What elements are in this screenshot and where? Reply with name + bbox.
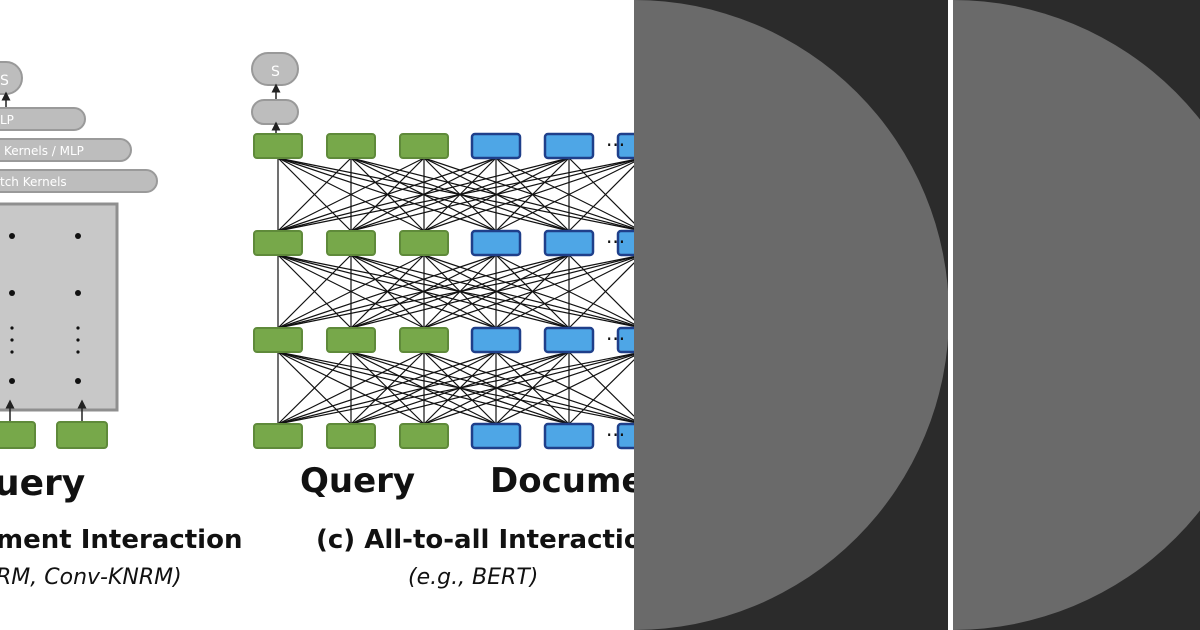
attention-edge [495, 254, 643, 329]
attention-edge [277, 157, 425, 232]
right-subcaption: (e.g., BERT) [408, 565, 538, 590]
query-token [399, 423, 449, 449]
right-document-label: Docume [490, 461, 644, 501]
attention-edge [277, 351, 497, 425]
query-token [326, 327, 376, 353]
attention-edge [350, 254, 643, 329]
attention-edge [277, 351, 352, 425]
attention-edge [423, 157, 643, 232]
row-ellipsis: ··· [606, 327, 625, 351]
divider-line [948, 0, 953, 630]
matrix-dot [10, 326, 14, 330]
left-pill-mlp-label: LP [0, 113, 14, 127]
attention-edge [495, 157, 643, 232]
attention-edge [277, 351, 425, 425]
query-token [399, 230, 449, 256]
left-pill-match-kernels [0, 169, 158, 193]
left-query-token [0, 421, 36, 449]
query-token [326, 230, 376, 256]
matrix-dot [76, 326, 80, 330]
matrix-dot [9, 290, 15, 296]
attention-edge [350, 351, 643, 425]
right-query-label: Query [300, 461, 415, 501]
left-matrix-dots [9, 233, 81, 384]
document-token [470, 422, 522, 450]
transformer-token-grid [253, 132, 668, 450]
half-circle-left [634, 0, 949, 630]
query-token [253, 133, 303, 159]
left-pill-mlp [0, 107, 86, 131]
row-ellipsis: ··· [606, 230, 625, 254]
matrix-dot [75, 378, 81, 384]
document-token [470, 229, 522, 257]
attention-edge [568, 351, 643, 425]
all-to-all-connections [277, 157, 643, 425]
document-token [543, 229, 595, 257]
dark-overlay [634, 0, 1200, 630]
attention-edge [568, 254, 643, 329]
document-token [470, 326, 522, 354]
row-ellipsis: ··· [606, 133, 625, 157]
query-token [253, 423, 303, 449]
query-token [399, 133, 449, 159]
matrix-dot [75, 233, 81, 239]
left-pill-kernels-mlp-label: Kernels / MLP [4, 144, 84, 158]
attention-edge [277, 157, 497, 232]
attention-edge [568, 157, 643, 232]
right-score-label: S [271, 64, 280, 80]
left-score-label: S [0, 73, 9, 89]
right-pooling-node [251, 99, 299, 125]
matrix-dot [10, 338, 14, 342]
matrix-dot [10, 350, 14, 354]
matrix-dot [9, 378, 15, 384]
attention-edge [277, 254, 643, 329]
document-token [543, 326, 595, 354]
document-token [470, 132, 522, 160]
left-pill-match-kernels-label: tch Kernels [0, 175, 67, 189]
query-token [399, 327, 449, 353]
left-panel: S LP Kernels / MLP tch Kernels uery ment… [0, 61, 242, 590]
matrix-dot [75, 290, 81, 296]
document-token [543, 132, 595, 160]
right-caption: (c) All-to-all Interaction [316, 525, 660, 555]
attention-edge [277, 157, 643, 232]
attention-edge [277, 254, 425, 329]
attention-edge [277, 254, 570, 329]
attention-edge [495, 351, 643, 425]
query-token [326, 423, 376, 449]
attention-edge [423, 254, 643, 329]
left-query-token [56, 421, 108, 449]
left-caption: ment Interaction [0, 525, 242, 555]
left-query-label: uery [0, 463, 85, 504]
left-score-node [0, 61, 23, 95]
query-token [326, 133, 376, 159]
attention-edge [277, 351, 570, 425]
query-token [253, 230, 303, 256]
row-ellipsis: ··· [606, 423, 625, 447]
document-token [543, 422, 595, 450]
continuation-ellipses: ··· ··· ··· ··· [606, 133, 625, 447]
matrix-dot [9, 233, 15, 239]
matrix-dot [76, 338, 80, 342]
query-token [253, 327, 303, 353]
attention-edge [423, 351, 643, 425]
left-interaction-matrix [0, 202, 119, 412]
left-pill-kernels-mlp [0, 138, 132, 162]
left-subcaption: RM, Conv-KNRM) [0, 565, 182, 590]
right-panel: S ··· ··· ··· ··· Query Docume (c) All-to-a… [251, 52, 668, 590]
attention-edge [277, 351, 643, 425]
half-circle-right [953, 0, 1200, 630]
attention-edge [350, 157, 643, 232]
attention-edge [277, 254, 497, 329]
attention-edge [277, 157, 352, 232]
attention-edge [277, 157, 570, 232]
attention-edge [277, 254, 352, 329]
matrix-dot [76, 350, 80, 354]
